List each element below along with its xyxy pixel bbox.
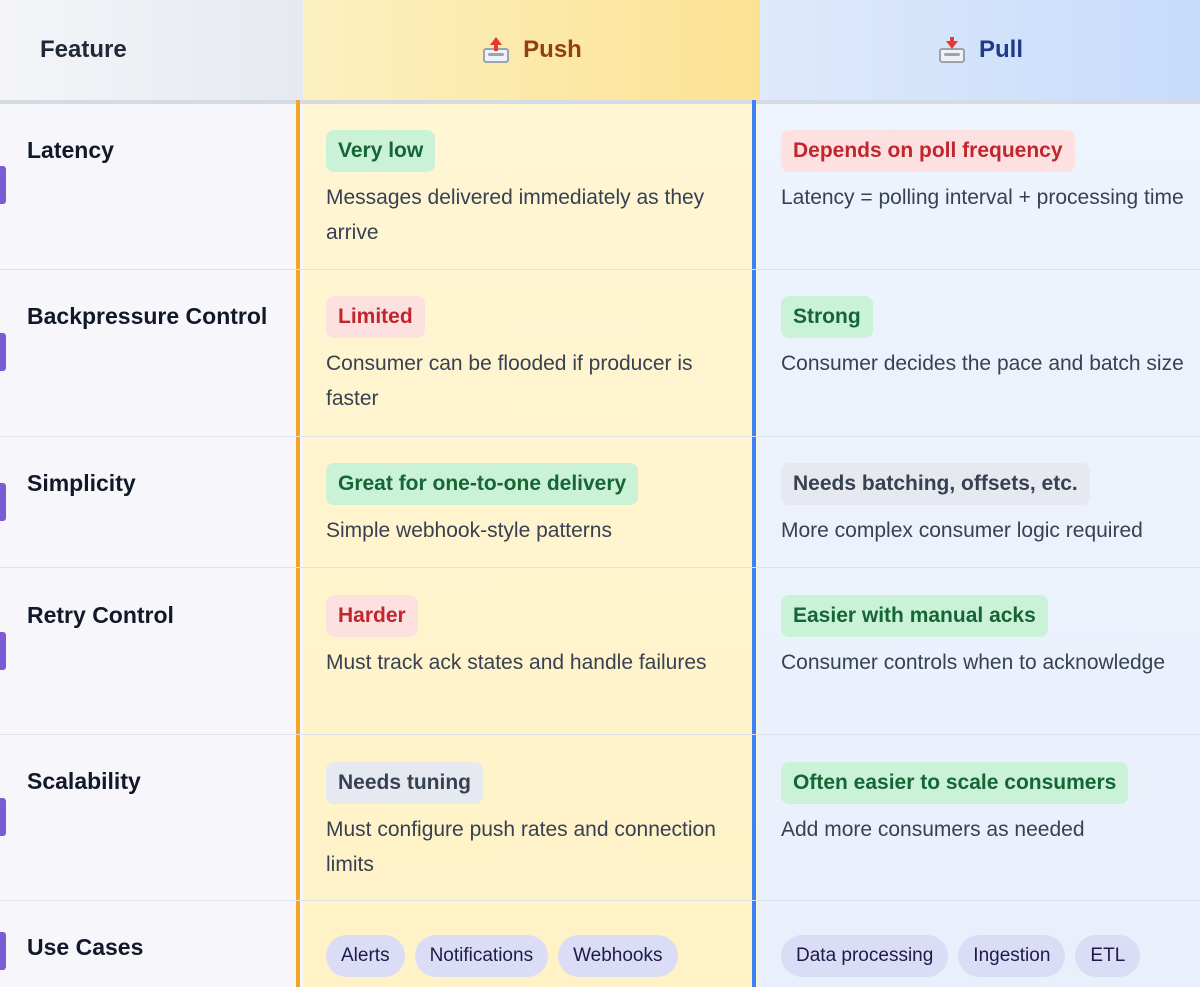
push-column-rule — [296, 100, 300, 987]
push-cell: Alerts Notifications Webhooks — [326, 935, 746, 977]
outbox-tray-icon — [481, 37, 511, 63]
pull-description: Consumer decides the pace and batch size — [781, 352, 1184, 375]
pull-header-label: Pull — [978, 36, 1023, 63]
push-rating-badge: Great for one-to-one delivery — [326, 463, 639, 505]
push-header: Push — [303, 0, 760, 100]
feature-label: Use Cases — [27, 934, 144, 960]
feature-column-bg — [0, 0, 303, 987]
push-description: Messages delivered immediately as they a… — [326, 186, 705, 244]
row-accent-bar — [0, 483, 6, 521]
push-rating-badge: Limited — [326, 296, 425, 338]
feature-header-label: Feature — [40, 36, 127, 63]
row-divider — [0, 900, 1200, 901]
push-description: Simple webhook-style patterns — [326, 519, 612, 542]
pull-description: More complex consumer logic required — [781, 519, 1143, 542]
row-divider — [0, 269, 1200, 270]
push-cell: Great for one-to-one delivery Simple web… — [326, 463, 746, 548]
header-divider — [0, 100, 1200, 104]
push-description: Consumer can be flooded if producer is f… — [326, 352, 693, 410]
pull-cell: Strong Consumer decides the pace and bat… — [781, 296, 1186, 381]
row-accent-bar — [0, 798, 6, 836]
pull-cell: Depends on poll frequency Latency = poll… — [781, 130, 1186, 215]
row-divider — [0, 436, 1200, 437]
pull-description: Latency = polling interval + processing … — [781, 186, 1184, 209]
pull-header: Pull — [760, 0, 1200, 100]
push-cell: Very low Messages delivered immediately … — [326, 130, 746, 250]
use-case-chip: Data processing — [781, 935, 949, 977]
pull-cell: Needs batching, offsets, etc. More compl… — [781, 463, 1186, 548]
push-rating-badge: Very low — [326, 130, 436, 172]
use-case-chip: Notifications — [414, 935, 549, 977]
pull-rating-badge: Easier with manual acks — [781, 595, 1048, 637]
row-accent-bar — [0, 932, 6, 970]
push-cell: Harder Must track ack states and handle … — [326, 595, 746, 680]
use-case-chip: Webhooks — [558, 935, 678, 977]
push-description: Must track ack states and handle failure… — [326, 651, 707, 674]
pull-cell: Easier with manual acks Consumer control… — [781, 595, 1186, 680]
use-case-chip: ETL — [1075, 935, 1141, 977]
feature-label: Latency — [27, 137, 114, 163]
feature-header: Feature — [0, 0, 303, 100]
push-rating-badge: Harder — [326, 595, 418, 637]
table-header: Feature Push Pull — [0, 0, 1200, 100]
pull-description: Consumer controls when to acknowledge — [781, 651, 1166, 674]
pull-rating-badge: Depends on poll frequency — [781, 130, 1075, 172]
row-divider — [0, 734, 1200, 735]
pull-rating-badge: Needs batching, offsets, etc. — [781, 463, 1090, 505]
push-header-label: Push — [523, 36, 582, 63]
feature-label: Retry Control — [27, 602, 174, 628]
use-case-chip: Ingestion — [958, 935, 1066, 977]
pull-rating-badge: Strong — [781, 296, 873, 338]
pull-column-rule — [752, 100, 756, 987]
inbox-tray-icon — [937, 37, 967, 63]
pull-use-case-chips: Data processing Ingestion ETL — [781, 935, 1186, 977]
push-rating-badge: Needs tuning — [326, 762, 484, 804]
row-accent-bar — [0, 632, 6, 670]
feature-label: Backpressure Control — [27, 303, 268, 329]
push-use-case-chips: Alerts Notifications Webhooks — [326, 935, 746, 977]
feature-label: Simplicity — [27, 470, 136, 496]
use-case-chip: Alerts — [326, 935, 405, 977]
pull-cell: Often easier to scale consumers Add more… — [781, 762, 1186, 847]
row-divider — [0, 567, 1200, 568]
pull-cell: Data processing Ingestion ETL — [781, 935, 1186, 977]
pull-rating-badge: Often easier to scale consumers — [781, 762, 1129, 804]
push-cell: Needs tuning Must configure push rates a… — [326, 762, 746, 882]
pull-description: Add more consumers as needed — [781, 818, 1085, 841]
push-description: Must configure push rates and connection… — [326, 818, 716, 876]
push-cell: Limited Consumer can be flooded if produ… — [326, 296, 746, 416]
feature-label: Scalability — [27, 768, 141, 794]
row-accent-bar — [0, 333, 6, 371]
row-accent-bar — [0, 166, 6, 204]
